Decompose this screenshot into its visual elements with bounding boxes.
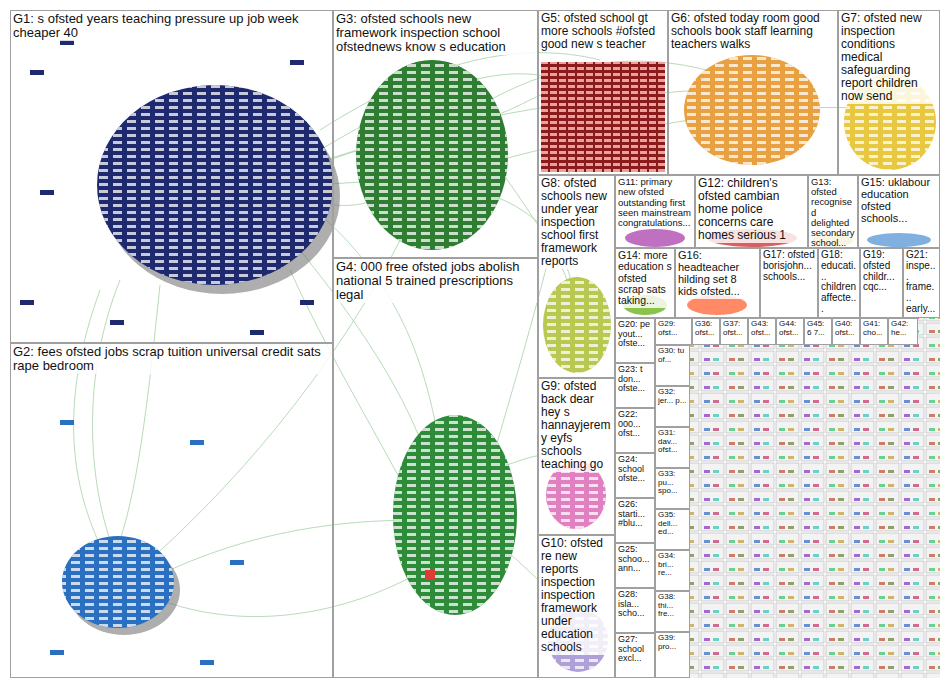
group-panel: G24: school ofste... — [615, 453, 655, 498]
group-heading: G25: schoo... ann... — [616, 544, 654, 575]
group-panel: G10: ofsted re new reports inspection in… — [538, 535, 615, 678]
group-panel: G35: dell... ed... — [655, 509, 690, 550]
group-panel: G20: pe yout... ofste... — [615, 318, 655, 363]
group-heading: G19: ofsted childr... cqc... — [861, 249, 902, 294]
group-heading: G30: tu of... — [656, 346, 689, 365]
group-heading: G24: school ofste... — [616, 454, 654, 485]
group-heading: G27: school excl... — [616, 634, 654, 665]
group-heading: G39: pro... — [656, 633, 689, 652]
group-panel: G18: educati... children affecte... — [818, 248, 860, 318]
group-heading: G23: t don... ofste... — [616, 364, 654, 395]
group-panel: G25: schoo... ann... — [615, 543, 655, 588]
group-panel: G36: ofst... — [692, 318, 720, 345]
group-heading: G1: s ofsted years teaching pressure up … — [11, 11, 332, 41]
group-heading: G15: uklabour education ofsted schools..… — [859, 176, 939, 226]
group-heading: G41: cho... — [861, 319, 887, 338]
group-panel: G16: headteacher hilding set 8 kids ofst… — [675, 248, 760, 318]
group-panel: G33: pu... spo... — [655, 468, 690, 509]
group-panel: G29: ofst... — [655, 318, 692, 345]
group-heading: G38: thi... fre... — [656, 592, 689, 620]
group-panel: G14: more education s ofsted scrap sats … — [615, 248, 675, 318]
group-heading: G22: 000... ofst... — [616, 409, 654, 440]
group-panel: G37: ofst... — [720, 318, 748, 345]
group-panel: G1: s ofsted years teaching pressure up … — [10, 10, 333, 343]
group-panel: G28: isla... scho... — [615, 588, 655, 633]
group-panel: G34: bri... re... — [655, 550, 690, 591]
group-heading: G9: ofsted back dear hey s hannayjeremy … — [539, 379, 614, 472]
group-heading: G14: more education s ofsted scrap sats … — [616, 249, 674, 308]
group-heading: G35: dell... ed... — [656, 510, 689, 538]
group-heading: G43: ofst... — [749, 319, 775, 338]
group-heading: G2: fees ofsted jobs scrap tuition unive… — [11, 344, 332, 374]
group-heading: G12: children's ofsted cambian home poli… — [696, 176, 807, 243]
group-panel: G22: 000... ofst... — [615, 408, 655, 453]
group-heading: G18: educati... children affecte... — [819, 249, 859, 316]
group-panel: G38: thi... fre... — [655, 591, 690, 632]
group-panel: G21: inspe... frame... early... — [903, 248, 940, 318]
group-heading: G34: bri... re... — [656, 551, 689, 579]
group-panel: G42: he... — [888, 318, 918, 345]
group-panel: G41: cho... — [860, 318, 888, 345]
group-heading: G33: pu... spo... — [656, 469, 689, 497]
group-panel: G45: 6 7... — [804, 318, 832, 345]
group-panel: G27: school excl... — [615, 633, 655, 678]
group-heading: G13: ofsted recognised delighted seconda… — [809, 176, 857, 248]
group-panel: G30: tu of... — [655, 345, 690, 386]
group-heading: G10: ofsted re new reports inspection in… — [539, 536, 614, 655]
group-panel: G2: fees ofsted jobs scrap tuition unive… — [10, 343, 333, 678]
group-panel: G40: ofst... — [832, 318, 860, 345]
group-heading: G5: ofsted school gt more schools #ofste… — [539, 11, 667, 52]
group-panel: G4: 000 free ofsted jobs abolish nationa… — [333, 258, 538, 678]
group-panel: G8: ofsted schools new under year inspec… — [538, 175, 615, 378]
group-heading: G26: starti... #blu... — [616, 499, 654, 530]
group-heading: G32: jer... p... — [656, 387, 689, 406]
group-heading: G21: inspe... frame... early... — [904, 249, 939, 316]
group-panel: G39: pro... — [655, 632, 690, 678]
group-heading: G7: ofsted new inspection conditions med… — [839, 11, 939, 104]
group-panel: G12: children's ofsted cambian home poli… — [695, 175, 808, 248]
group-panel: G23: t don... ofste... — [615, 363, 655, 408]
group-heading: G11: primary new ofsted outstanding firs… — [616, 176, 694, 229]
group-heading: G36: ofst... — [693, 319, 719, 338]
group-heading: G31: dav... ofst... — [656, 428, 689, 456]
group-heading: G44: ofst... — [777, 319, 803, 338]
group-panel: G13: ofsted recognised delighted seconda… — [808, 175, 858, 248]
group-panel: G26: starti... #blu... — [615, 498, 655, 543]
group-panel: G32: jer... p... — [655, 386, 690, 427]
group-panel: G15: uklabour education ofsted schools..… — [858, 175, 940, 248]
group-heading: G3: ofsted schools new framework inspect… — [334, 11, 537, 55]
group-heading: G16: headteacher hilding set 8 kids ofst… — [676, 249, 759, 299]
group-panel: G19: ofsted childr... cqc... — [860, 248, 903, 318]
group-panel: G44: ofst... — [776, 318, 804, 345]
group-panel: G5: ofsted school gt more schools #ofste… — [538, 10, 668, 175]
group-heading: G40: ofst... — [833, 319, 859, 338]
group-heading: G4: 000 free ofsted jobs abolish nationa… — [334, 259, 537, 303]
group-panel: G17: ofsted borisjohn... schools... — [760, 248, 818, 318]
group-heading: G17: ofsted borisjohn... schools... — [761, 249, 817, 283]
group-heading: G45: 6 7... — [805, 319, 831, 338]
group-panel: G9: ofsted back dear hey s hannayjeremy … — [538, 378, 615, 535]
group-panel: G7: ofsted new inspection conditions med… — [838, 10, 940, 175]
group-heading: G42: he... — [889, 319, 917, 338]
group-panel: G6: ofsted today room good schools book … — [668, 10, 838, 175]
group-heading: G8: ofsted schools new under year inspec… — [539, 176, 614, 269]
group-heading: G29: ofst... — [656, 319, 691, 338]
group-panel: G43: ofst... — [748, 318, 776, 345]
group-heading: G28: isla... scho... — [616, 589, 654, 620]
group-heading: G37: ofst... — [721, 319, 747, 338]
group-panel: G11: primary new ofsted outstanding firs… — [615, 175, 695, 248]
group-heading: G20: pe yout... ofste... — [616, 319, 654, 350]
group-heading: G6: ofsted today room good schools book … — [669, 11, 837, 52]
group-panel: G3: ofsted schools new framework inspect… — [333, 10, 538, 258]
group-panel: G31: dav... ofst... — [655, 427, 690, 468]
